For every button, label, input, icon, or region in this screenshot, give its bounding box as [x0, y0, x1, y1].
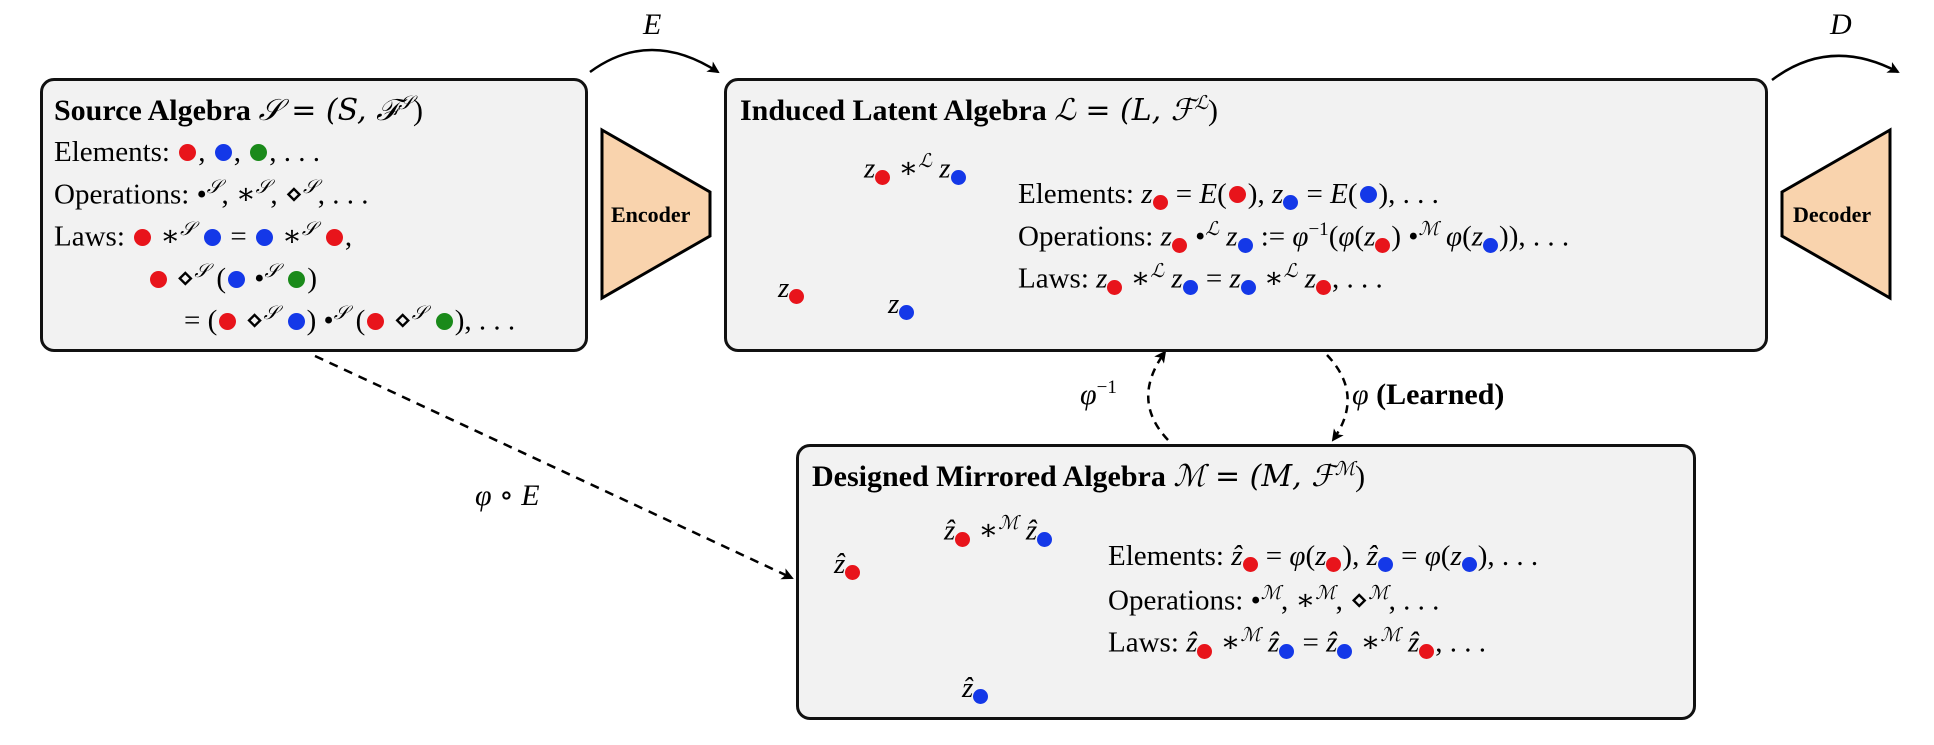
source-laws: Laws: ∗𝒮 = ∗𝒮 , [54, 218, 353, 253]
label-phi-circ-e: φ ∘ E [475, 479, 540, 512]
source-algebra-box [40, 78, 588, 352]
label-d: D [1830, 8, 1852, 41]
encoder-block [600, 127, 712, 301]
latent-title: Induced Latent Algebra ℒ = (L, ℱℒ) [740, 92, 1218, 128]
latent-algebra-box [724, 78, 1768, 352]
mirrored-plot-zred: ẑ [834, 548, 861, 581]
latent-laws: Laws: z ∗ℒ z = z ∗ℒ z, . . . [1018, 260, 1383, 295]
latent-elements: Elements: z = E(), z = E(), . . . [1018, 178, 1439, 210]
decoder-label: Decoder [1793, 202, 1872, 227]
latent-plot-op-label: z ∗ℒ z [864, 150, 967, 186]
mirrored-elements: Elements: ẑ = φ(z), ẑ = φ(z), . . . [1108, 540, 1539, 572]
latent-plot-zred: z [778, 272, 805, 305]
source-laws-line3: = ( ⋄𝒮 ) •𝒮 ( ⋄𝒮 ), . . . [184, 302, 516, 337]
decoder-block [1780, 127, 1892, 301]
mirrored-laws: Laws: ẑ ∗ℳ ẑ = ẑ ∗ℳ ẑ, . . . [1108, 624, 1487, 659]
latent-plot-zblue: z [888, 288, 915, 321]
encoder-label: Encoder [611, 202, 691, 227]
mirrored-operations: Operations: •ℳ, ∗ℳ, ⋄ℳ, . . . [1108, 582, 1440, 617]
phi-circ-e-arrow [314, 354, 794, 580]
label-e: E [643, 8, 662, 41]
source-operations: Operations: •𝒮, ∗𝒮, ⋄𝒮, . . . [54, 176, 369, 211]
encoder-arrow [589, 48, 720, 74]
source-elements: Elements: , , , . . . [54, 136, 320, 168]
phi-inverse-arrow [1147, 350, 1169, 441]
label-phi-learned: φ (Learned) [1352, 378, 1505, 411]
mirrored-title: Designed Mirrored Algebra ℳ = (M, ℱℳ) [812, 458, 1366, 494]
phi-arrow [1326, 354, 1349, 442]
decoder-arrow [1771, 54, 1900, 81]
label-phi-inverse: φ−1 [1080, 377, 1117, 411]
latent-operations: Operations: z •ℒ z := φ−1(φ(z) •ℳ φ(z)),… [1018, 218, 1570, 253]
mirrored-algebra-box [796, 444, 1696, 720]
mirrored-plot-zblue: ẑ [962, 672, 989, 705]
source-title: Source Algebra 𝒮 = (S, ℱ𝒮) [54, 92, 423, 128]
mirrored-plot-op-label: ẑ ∗ℳ ẑ [944, 512, 1053, 548]
source-laws-line2: ⋄𝒮 ( •𝒮 ) [148, 260, 317, 296]
